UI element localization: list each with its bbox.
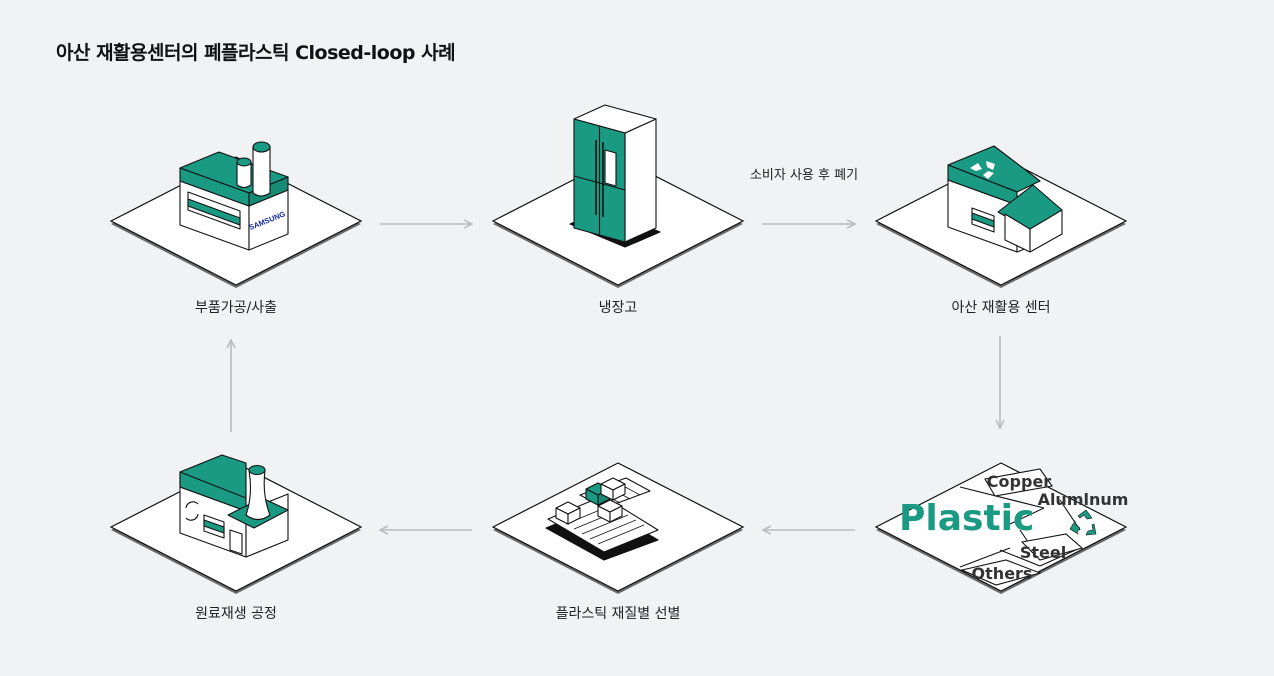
conveyor-sorting-icon	[545, 477, 659, 561]
flow-arrows	[231, 224, 1000, 530]
node-recycle-center: 아산 재활용 센터	[874, 145, 1128, 316]
material-others: Others	[972, 564, 1033, 583]
page-title: 아산 재활용센터의 폐플라스틱 Closed-loop 사례	[56, 42, 456, 64]
regeneration-plant-icon	[179, 454, 289, 558]
node-factory: SAMSUNG 부품가공/사출	[109, 141, 363, 316]
material-steel: Steel	[1020, 543, 1066, 562]
node-label-fridge: 냉장고	[599, 300, 638, 316]
refrigerator-icon	[569, 104, 661, 248]
material-plastic: Plastic	[899, 498, 1034, 539]
factory-icon	[179, 141, 289, 251]
node-label-sorting: 플라스틱 재질별 선별	[556, 606, 681, 622]
node-sorting: 플라스틱 재질별 선별	[491, 462, 745, 622]
edge-label-disposal: 소비자 사용 후 폐기	[750, 168, 858, 183]
node-fridge: 냉장고	[491, 104, 745, 316]
node-label-regeneration: 원료재생 공정	[195, 606, 277, 622]
node-label-factory: 부품가공/사출	[195, 300, 277, 316]
node-materials: Plastic Copper Alumlnum Steel Others	[874, 462, 1128, 594]
recycle-icon	[1069, 509, 1097, 536]
material-labels: Plastic Copper Alumlnum Steel Others	[899, 472, 1128, 583]
node-label-recycle-center: 아산 재활용 센터	[951, 300, 1050, 316]
plate	[874, 462, 1128, 594]
node-regeneration: 원료재생 공정	[109, 454, 363, 622]
material-sorting-map-icon	[959, 468, 1084, 586]
material-aluminum: Alumlnum	[1038, 490, 1129, 509]
recycling-center-icon	[947, 145, 1063, 253]
material-copper: Copper	[987, 472, 1051, 491]
